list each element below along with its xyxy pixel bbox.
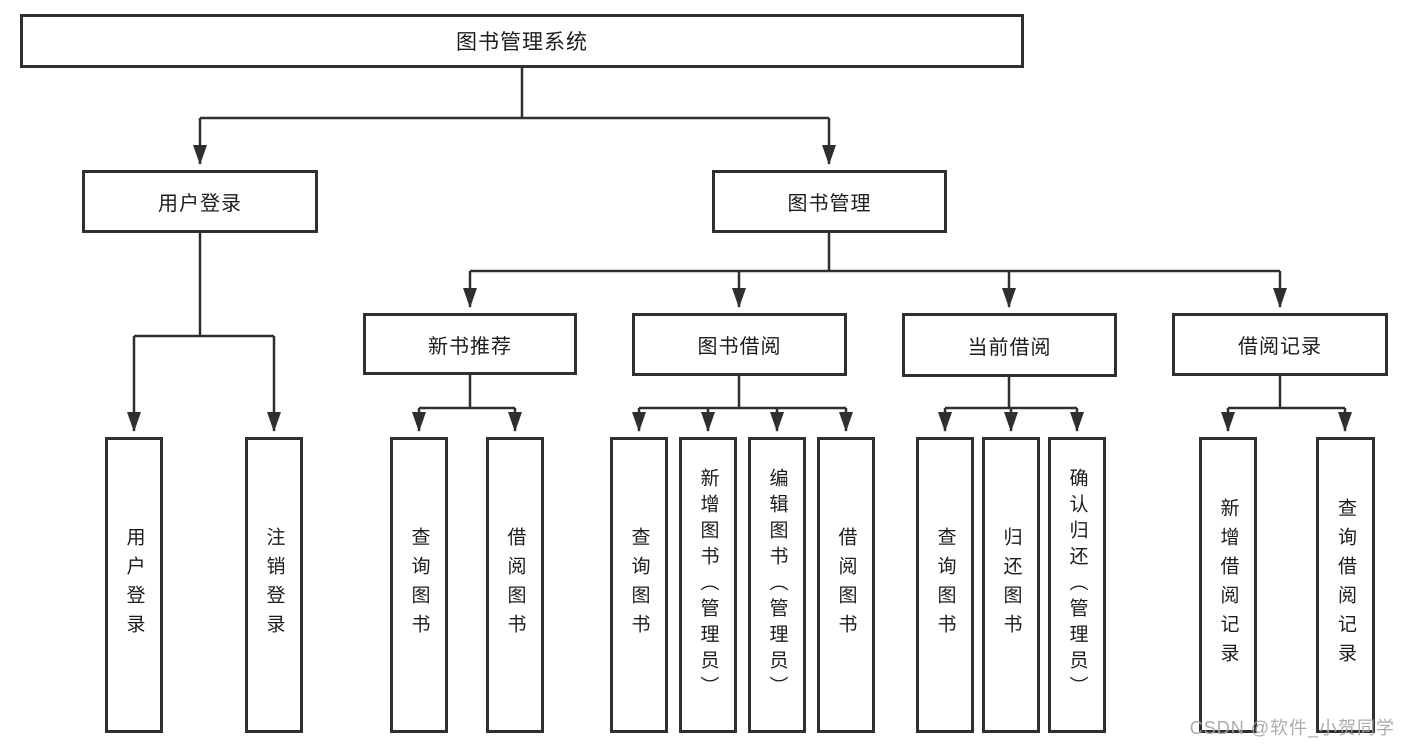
node-new-book-recommendation: 新书推荐 xyxy=(363,313,577,375)
leaf-bb-query-books: 查询图书 xyxy=(610,437,668,733)
leaf-cb-return-books: 归还图书 xyxy=(982,437,1040,733)
node-book-management: 图书管理 xyxy=(712,170,947,233)
leaf-user-login: 用户登录 xyxy=(105,437,163,733)
leaf-cb-query-books: 查询图书 xyxy=(916,437,974,733)
node-borrowing-records: 借阅记录 xyxy=(1172,313,1388,376)
node-book-borrowing: 图书借阅 xyxy=(632,313,847,376)
leaf-bb-edit-books-admin: 编辑图书（管理员） xyxy=(748,437,806,733)
node-current-borrowing: 当前借阅 xyxy=(902,313,1117,377)
csdn-watermark: CSDN @软件_小贺同学 xyxy=(1189,718,1395,738)
node-user-login: 用户登录 xyxy=(82,170,318,233)
leaf-nbr-query-books: 查询图书 xyxy=(390,437,448,733)
leaf-bb-add-books-admin: 新增图书（管理员） xyxy=(679,437,737,733)
leaf-logout: 注销登录 xyxy=(245,437,303,733)
connector-trunks xyxy=(134,68,1345,410)
leaf-br-query-record: 查询借阅记录 xyxy=(1316,437,1375,733)
connector-arrows xyxy=(127,118,1352,432)
leaf-br-add-record: 新增借阅记录 xyxy=(1199,437,1257,733)
leaf-cb-confirm-return-admin: 确认归还（管理员） xyxy=(1048,437,1106,733)
leaf-nbr-borrow-books: 借阅图书 xyxy=(486,437,544,733)
leaf-bb-borrow-books: 借阅图书 xyxy=(817,437,875,733)
node-library-management-system: 图书管理系统 xyxy=(20,14,1024,68)
